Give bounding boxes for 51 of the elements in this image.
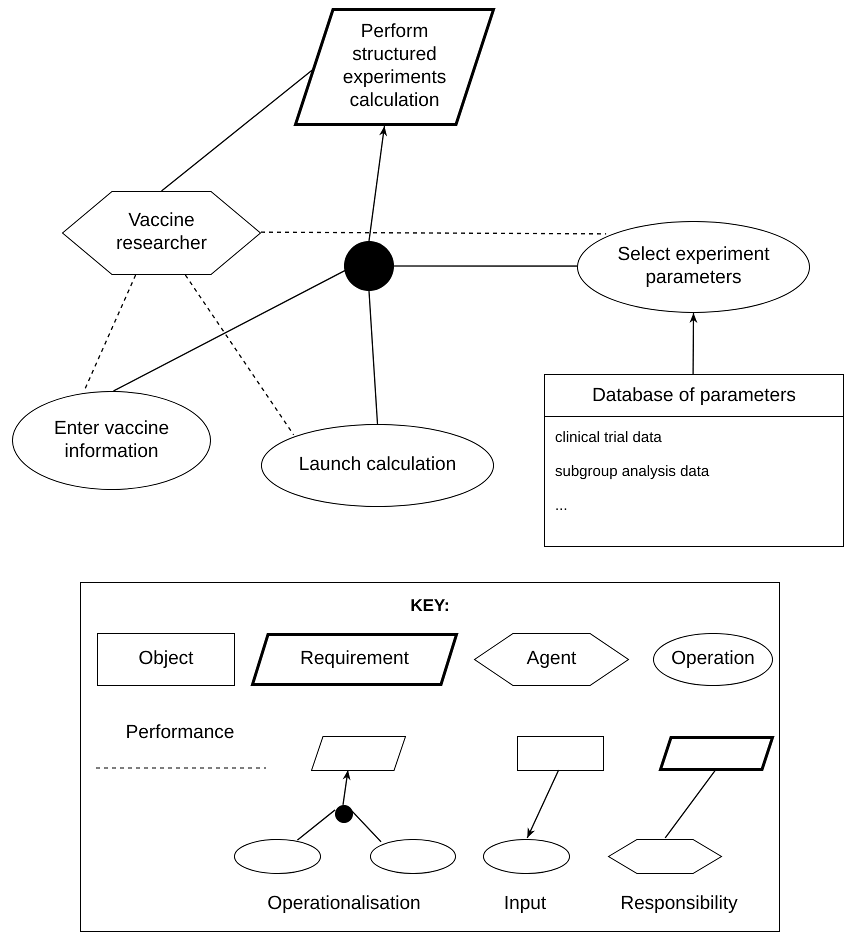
operation-ellipse [12,391,211,490]
arrow [689,313,698,374]
key-title: KEY: [410,596,450,616]
dashed-line [184,274,294,436]
operation-ellipse [234,839,321,874]
node-label: Agent [526,648,578,671]
key-label: Input [504,893,546,915]
table-header: Database of parameters [545,375,843,417]
key-label: Operationalisation [267,893,421,915]
junction-dot [344,241,394,291]
connector-line [161,68,314,192]
node-label: Requirement [299,648,410,671]
arrow [526,770,560,838]
parallelogram-shape [311,736,406,771]
agent-hexagon [62,191,261,275]
requirement-parallelogram [294,8,495,126]
arrow [342,770,351,805]
table-row-text: subgroup analysis data [554,462,710,482]
connector-line [664,770,716,838]
node-label: Select experiment parameters [616,244,771,290]
key-label: Responsibility [620,893,738,915]
node-label: Operation [671,648,755,671]
operation-ellipse [370,839,456,874]
database-table [544,374,844,547]
connector-line [368,290,378,424]
connector-line [113,269,346,392]
connector-line [394,265,577,267]
requirement-parallelogram [659,736,774,771]
node-label: Launch calculation [298,454,458,477]
node-label: Object [138,648,194,671]
object-box [97,633,235,686]
operation-ellipse [261,424,494,507]
agent-hexagon [608,839,722,874]
connector-line [296,809,336,841]
table-row-text: ... [554,496,569,516]
operation-ellipse [577,221,810,313]
node-label: Perform structured experiments calculation [342,21,448,113]
dashed-line [261,232,606,235]
operation-ellipse [653,633,773,686]
connector-line [350,810,382,842]
key-label: Performance [126,722,234,744]
operation-ellipse [483,839,570,874]
arrow [368,126,388,242]
requirement-parallelogram [251,633,458,686]
object-box [517,736,604,771]
agent-hexagon [474,633,629,686]
key-panel [80,582,780,932]
table-row-text: clinical trial data [554,428,663,448]
node-label: Vaccine researcher [115,210,208,256]
junction-dot [335,805,353,823]
node-label: Enter vaccine information [52,418,170,464]
